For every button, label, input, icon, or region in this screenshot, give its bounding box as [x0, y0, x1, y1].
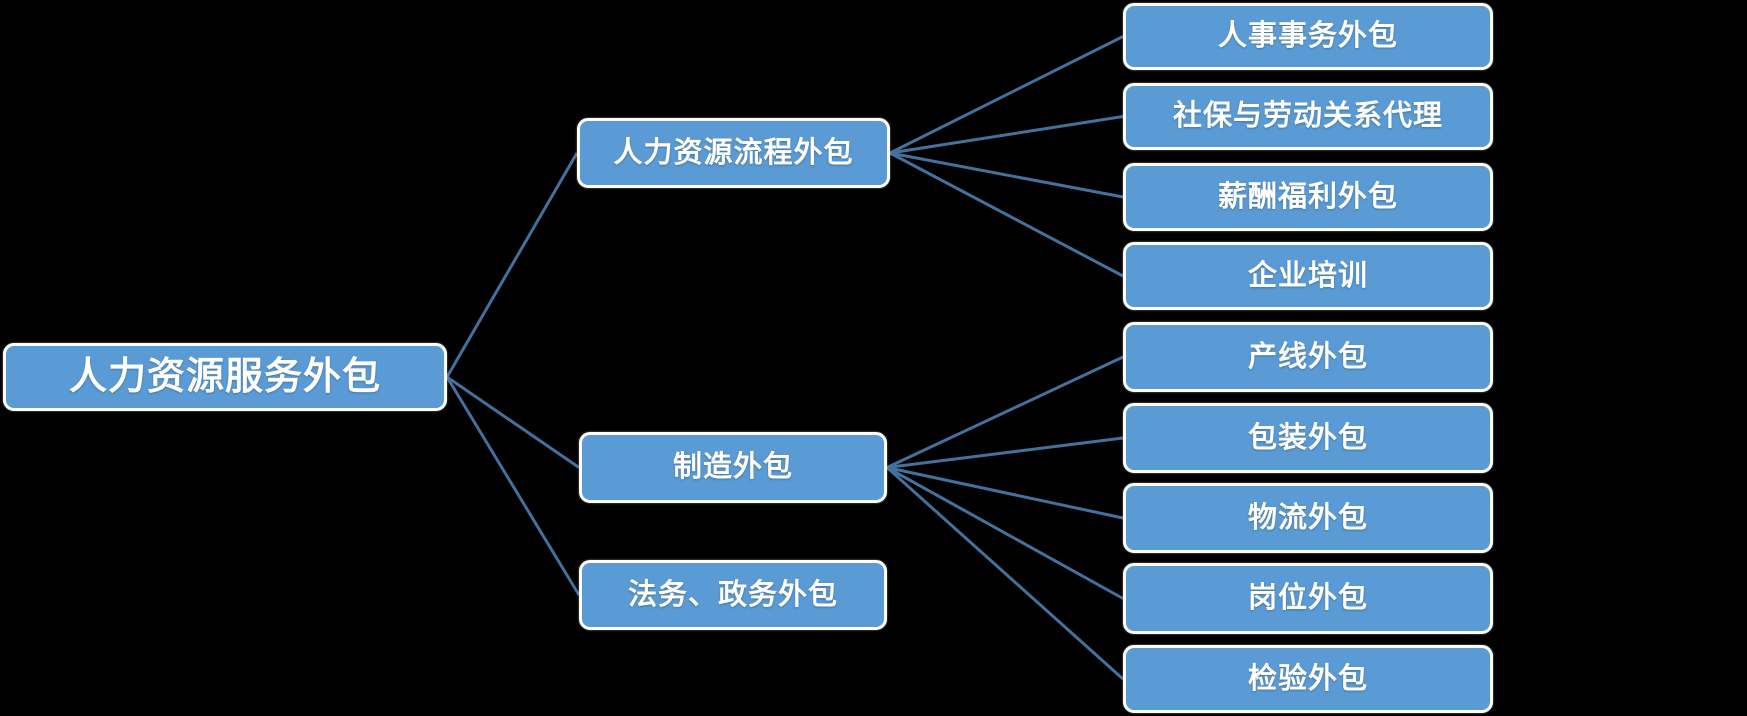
node-inspection[interactable]: 检验外包 [1123, 645, 1493, 713]
node-hr-process[interactable]: 人力资源流程外包 [577, 118, 890, 188]
node-label-payroll-benefits: 薪酬福利外包 [1217, 180, 1398, 213]
node-label-corporate-training: 企业培训 [1247, 259, 1368, 292]
node-legal-gov[interactable]: 法务、政务外包 [579, 560, 887, 630]
node-label-hr-process: 人力资源流程外包 [613, 136, 854, 169]
edge-manufacturing-packaging [886, 436, 1124, 469]
node-label-inspection: 检验外包 [1247, 662, 1368, 695]
node-packaging[interactable]: 包装外包 [1123, 403, 1493, 473]
node-production-line[interactable]: 产线外包 [1123, 322, 1493, 392]
edge-hr-process-payroll-benefits [889, 151, 1124, 199]
node-label-logistics: 物流外包 [1247, 501, 1368, 534]
edge-hr-process-corporate-training [889, 151, 1124, 278]
node-corporate-training[interactable]: 企业培训 [1123, 242, 1493, 310]
edge-hr-process-personnel-affairs [889, 35, 1124, 155]
node-label-social-security: 社保与劳动关系代理 [1172, 100, 1443, 132]
edge-root-hr-process [445, 152, 579, 378]
edge-manufacturing-position [886, 466, 1124, 600]
edge-manufacturing-production-line [886, 355, 1124, 469]
node-root[interactable]: 人力资源服务外包 [3, 343, 447, 411]
node-social-security[interactable]: 社保与劳动关系代理 [1123, 83, 1493, 150]
node-label-legal-gov: 法务、政务外包 [627, 578, 838, 611]
node-label-production-line: 产线外包 [1247, 340, 1368, 373]
node-position[interactable]: 岗位外包 [1123, 563, 1493, 634]
node-logistics[interactable]: 物流外包 [1123, 483, 1493, 553]
node-label-personnel-affairs: 人事事务外包 [1217, 20, 1398, 52]
edge-root-manufacturing [446, 375, 580, 469]
edge-root-legal-gov [445, 376, 581, 596]
node-label-position: 岗位外包 [1247, 582, 1368, 614]
node-personnel-affairs[interactable]: 人事事务外包 [1123, 3, 1493, 70]
node-label-manufacturing: 制造外包 [672, 451, 793, 483]
edge-manufacturing-logistics [886, 466, 1124, 520]
node-manufacturing[interactable]: 制造外包 [579, 432, 887, 503]
edge-hr-process-social-security [889, 115, 1124, 155]
edge-manufacturing-inspection [885, 466, 1125, 681]
node-label-packaging: 包装外包 [1247, 421, 1368, 454]
node-label-root: 人力资源服务外包 [68, 356, 381, 398]
node-payroll-benefits[interactable]: 薪酬福利外包 [1123, 163, 1493, 231]
